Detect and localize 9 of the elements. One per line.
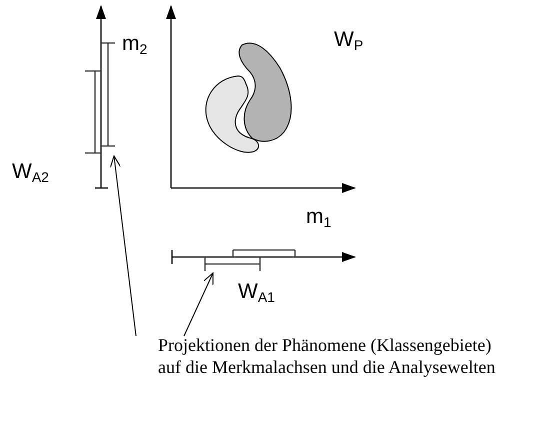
leader-arrow <box>110 156 136 336</box>
axis-label: W$_{A1}$ <box>238 280 275 304</box>
projection-intervals <box>84 40 118 156</box>
axis-label: W$_{A2}$ <box>12 160 49 184</box>
axis-label: m$_{1}$ <box>306 205 332 229</box>
axis-label: W$_{P}$ <box>334 28 364 52</box>
caption-text: Projektionen der Phänomene (Klassengebiete) auf die Merkmalachsen und die Analysewelten <box>158 334 496 378</box>
axis-label: m$_{2}$ <box>122 32 148 56</box>
leader-arrow <box>184 272 214 336</box>
